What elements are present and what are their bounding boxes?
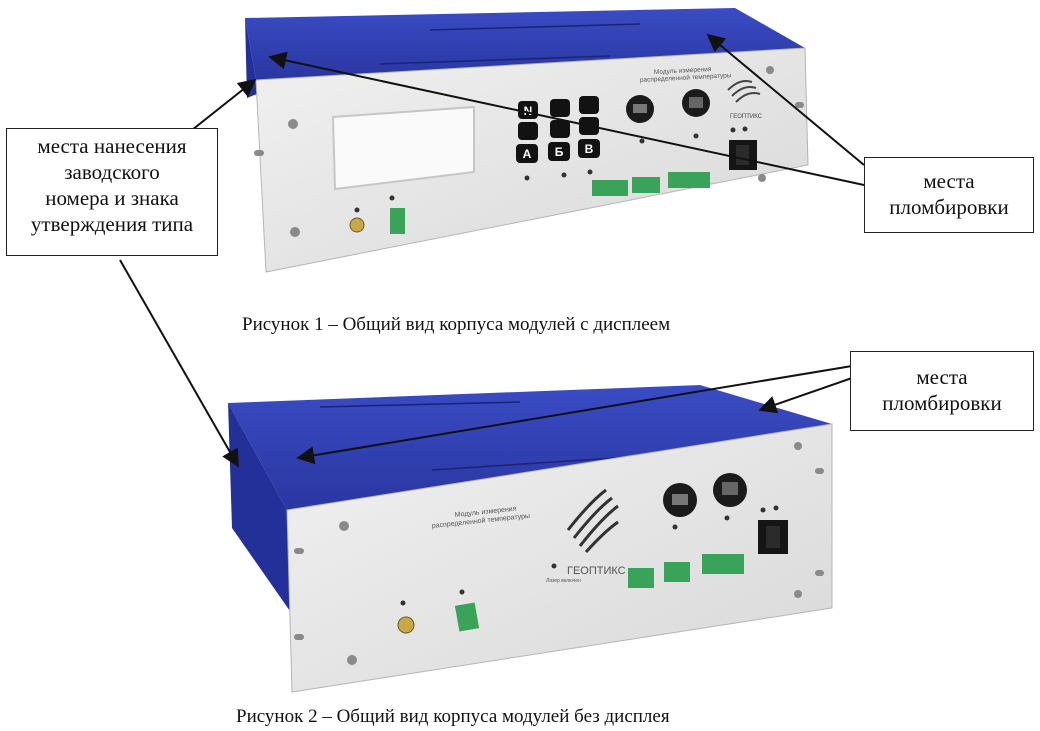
callout-line: заводского bbox=[64, 160, 160, 184]
key-b: Б bbox=[555, 145, 564, 159]
front-panel bbox=[286, 423, 833, 693]
callout-line: места нанесения bbox=[37, 134, 187, 158]
arrow-serial-bottom bbox=[119, 259, 239, 468]
terminal-block bbox=[628, 568, 654, 588]
callout-line: пломбировки bbox=[889, 195, 1009, 219]
optical-connector bbox=[349, 217, 365, 233]
arrow-seal-bottom-left bbox=[296, 365, 853, 465]
leader-lines bbox=[119, 33, 865, 468]
callout-line: пломбировки bbox=[882, 391, 1002, 415]
device-with-display: N А Б В ГЕОПТИКС Модуль измерения распре… bbox=[245, 8, 809, 273]
device-title-line-1: Модуль измерения bbox=[654, 66, 712, 76]
callout-line: утверждения типа bbox=[30, 212, 194, 236]
brand-logo bbox=[727, 80, 761, 103]
key-switch bbox=[454, 602, 480, 632]
key-v: В bbox=[585, 142, 594, 156]
terminal-block bbox=[664, 562, 690, 582]
terminal-block bbox=[668, 172, 710, 188]
display-window bbox=[331, 105, 475, 191]
seal-callout-top: места пломбировки bbox=[864, 157, 1034, 233]
device-without-display: Модуль измерения распределенной температ… bbox=[228, 385, 833, 693]
serial-number-callout: места нанесения заводского номера и знак… bbox=[6, 128, 218, 256]
seal-callout-bottom: места пломбировки bbox=[850, 351, 1034, 431]
chassis-top bbox=[245, 8, 805, 80]
chassis-side bbox=[228, 403, 292, 614]
figure-1-caption: Рисунок 1 – Общий вид корпуса модулей с … bbox=[242, 314, 671, 335]
key-switch bbox=[390, 208, 405, 234]
optical-connector bbox=[397, 616, 415, 634]
arrow-serial-top bbox=[191, 78, 257, 131]
terminal-block bbox=[632, 177, 660, 193]
brand-logo bbox=[566, 488, 619, 554]
callout-line: места bbox=[916, 365, 968, 389]
terminal-block bbox=[592, 180, 628, 196]
arrow-seal-bottom-right bbox=[758, 377, 853, 414]
callout-line: номера и знака bbox=[45, 186, 179, 210]
figure-2-caption: Рисунок 2 – Общий вид корпуса модулей бе… bbox=[236, 706, 670, 727]
brand-name: ГЕОПТИКС bbox=[567, 565, 626, 577]
key-n: N bbox=[524, 104, 533, 118]
chassis-top bbox=[228, 385, 832, 510]
brand-name: ГЕОПТИКС bbox=[730, 114, 763, 120]
callout-line: места bbox=[923, 169, 975, 193]
terminal-block bbox=[702, 554, 744, 574]
arrow-seal-top-right bbox=[706, 33, 865, 166]
laser-label: Лазер включен bbox=[546, 578, 581, 584]
arrow-seal-top-left bbox=[268, 51, 865, 186]
key-a: А bbox=[523, 147, 532, 161]
